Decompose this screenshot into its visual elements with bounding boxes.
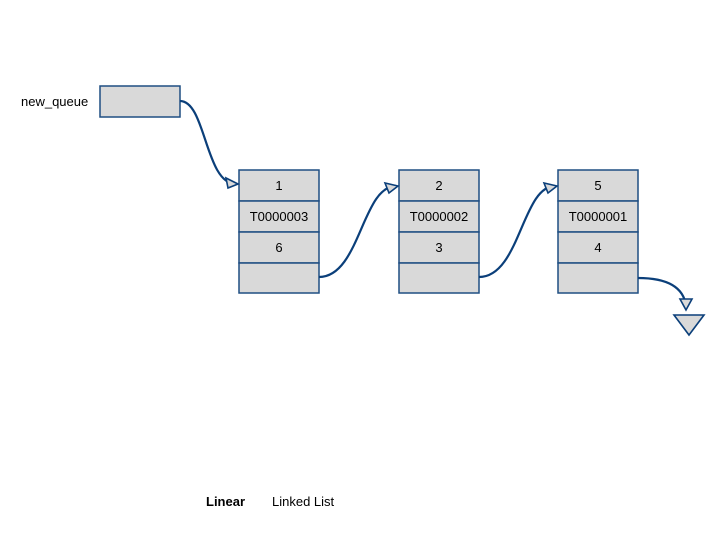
node-3: 5 T0000001 4 (557, 169, 639, 294)
null-pointer-triangle-icon (672, 314, 706, 337)
node-2-id-field: 2 (398, 169, 480, 202)
node-1-next-field (238, 262, 320, 294)
node-3-value: 4 (594, 240, 601, 255)
node-1: 1 T0000003 6 (238, 169, 320, 294)
node-3-next-arrow (637, 276, 688, 307)
pointer-box (99, 85, 181, 118)
node-3-code: T0000001 (569, 209, 628, 224)
pointer-arrow (179, 99, 237, 186)
node-1-code-field: T0000003 (238, 200, 320, 233)
node-3-next-field (557, 262, 639, 294)
node-2-to-node-3-arrow (478, 184, 556, 279)
node-1-code: T0000003 (250, 209, 309, 224)
node-2: 2 T0000002 3 (398, 169, 480, 294)
node-1-id-field: 1 (238, 169, 320, 202)
node-1-to-node-2-arrow (318, 184, 397, 279)
node-2-next-field (398, 262, 480, 294)
node-2-code-field: T0000002 (398, 200, 480, 233)
pointer-arrowhead-icon (224, 176, 240, 190)
node-2-code: T0000002 (410, 209, 469, 224)
node-2-to-node-3-arrowhead-icon (542, 181, 559, 195)
node-1-value: 6 (275, 240, 282, 255)
node-3-id: 5 (594, 178, 601, 193)
footer-linear-label: Linear (206, 494, 246, 509)
node-1-to-node-2-arrowhead-icon (383, 181, 400, 195)
node-1-value-field: 6 (238, 231, 320, 264)
node-2-id: 2 (435, 178, 442, 193)
node-3-id-field: 5 (557, 169, 639, 202)
node-3-code-field: T0000001 (557, 200, 639, 233)
node-3-next-arrowhead-icon (678, 298, 694, 312)
footer-linked-list-label: Linked List (272, 494, 335, 509)
node-2-value: 3 (435, 240, 442, 255)
node-1-id: 1 (275, 178, 282, 193)
node-2-value-field: 3 (398, 231, 480, 264)
pointer-label: new_queue (21, 94, 88, 109)
node-3-value-field: 4 (557, 231, 639, 264)
